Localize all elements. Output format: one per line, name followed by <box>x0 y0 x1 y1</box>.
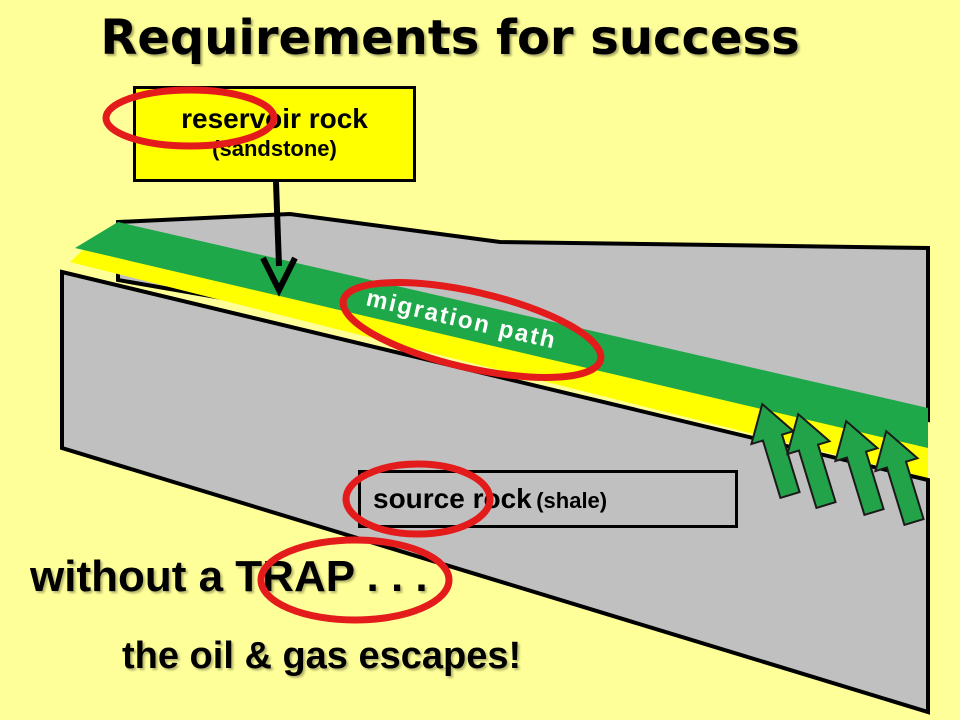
source-rock-sublabel: (shale) <box>536 488 608 513</box>
escape-arrow-2 <box>785 412 837 510</box>
escape-arrow-3 <box>833 419 885 517</box>
escape-arrows <box>749 402 925 527</box>
reservoir-rock-sublabel: (sandstone) <box>212 136 337 161</box>
source-rock-label: source rock <box>373 483 532 514</box>
trap-caption: without a TRAP . . . <box>30 552 428 601</box>
page-title: Requirements for success <box>100 10 800 66</box>
source-rock-box: source rock (shale) <box>358 470 738 528</box>
escape-caption: the oil & gas escapes! <box>122 635 522 677</box>
reservoir-pointer-line <box>273 181 282 267</box>
escape-arrow-1 <box>749 402 801 500</box>
reservoir-rock-label: reservoir rock <box>181 103 368 134</box>
reservoir-pointer-head <box>260 256 298 297</box>
escape-arrow-4 <box>873 429 925 527</box>
reservoir-rock-box: reservoir rock (sandstone) <box>133 86 416 182</box>
